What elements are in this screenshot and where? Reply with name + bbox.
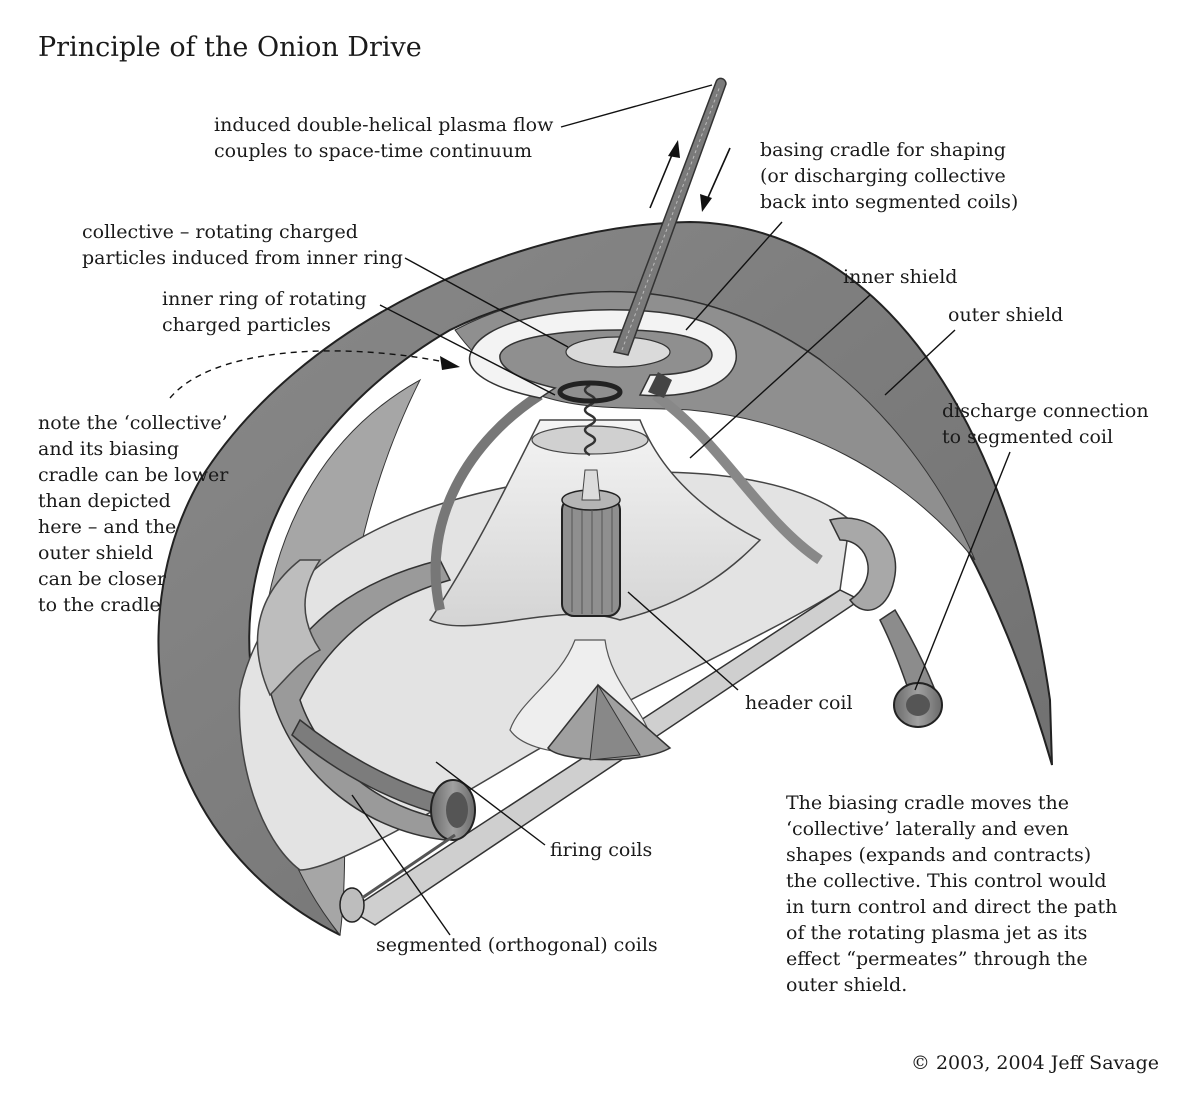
copyright: © 2003, 2004 Jeff Savage xyxy=(910,1052,1159,1074)
label-inner-ring: inner ring of rotating charged particles xyxy=(162,288,367,336)
label-discharge-connection: discharge connection to segmented coil xyxy=(942,400,1149,448)
label-plasma-flow: induced double-helical plasma flow coupl… xyxy=(214,114,554,162)
flow-arrow-up xyxy=(649,140,680,209)
stem-disk xyxy=(531,425,649,455)
leader-lines xyxy=(351,84,1011,936)
biasing-cradle-gap xyxy=(648,372,672,398)
header-coil-ribs xyxy=(571,508,613,614)
cradle-arm-left xyxy=(430,390,543,612)
outer-shield xyxy=(157,220,1053,936)
coil-stem xyxy=(581,469,601,501)
emitter-pyramid-face xyxy=(589,683,641,761)
page-title: Principle of the Onion Drive xyxy=(38,32,422,63)
label-collective: collective – rotating charged particles … xyxy=(82,221,403,269)
inner-ring xyxy=(557,380,623,404)
flow-arrow-down xyxy=(700,147,731,212)
plasma-jet-texture xyxy=(621,85,721,351)
label-outer-shield: outer shield xyxy=(948,304,1064,326)
coil-end-left xyxy=(339,887,365,923)
left-loop-coil xyxy=(256,559,322,697)
label-header-coil: header coil xyxy=(745,692,853,714)
header-coil xyxy=(561,497,621,617)
label-firing-coils: firing coils xyxy=(550,839,653,861)
note-dashed-arrow xyxy=(169,350,446,399)
description-text: The biasing cradle moves the ‘collective… xyxy=(786,792,1118,996)
helix-spring xyxy=(583,383,597,457)
left-strut xyxy=(361,833,456,900)
label-basing-cradle: basing cradle for shaping (or dischargin… xyxy=(760,139,1019,213)
discharge-coil-end-hole xyxy=(906,694,930,716)
right-loop-coil xyxy=(828,517,897,611)
note-arrow-head xyxy=(440,356,460,370)
label-inner-shield: inner shield xyxy=(843,266,958,288)
cradle-arm-right xyxy=(652,390,823,565)
note-text: note the ‘collective’ and its biasing cr… xyxy=(38,412,229,616)
plasma-jet xyxy=(612,77,727,356)
coil-end-front-hole xyxy=(446,792,468,828)
label-segmented-coils: segmented (orthogonal) coils xyxy=(376,934,658,956)
